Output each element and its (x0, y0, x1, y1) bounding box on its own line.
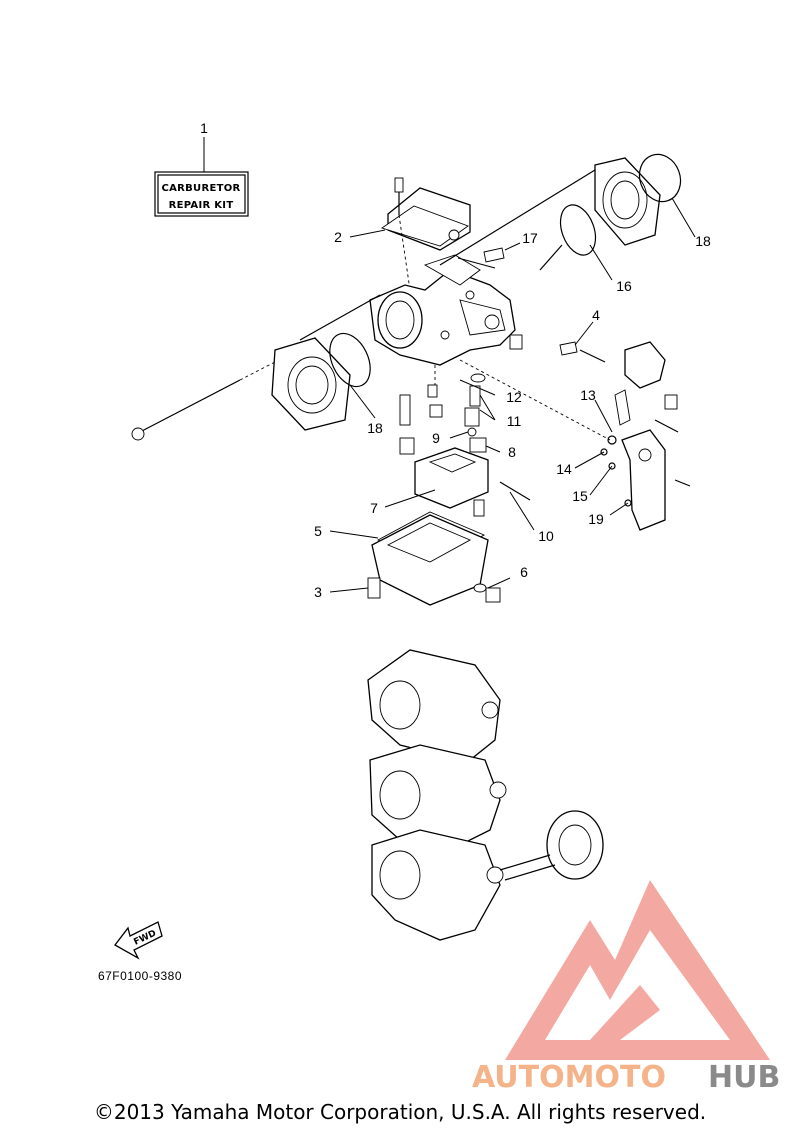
callout-5: 5 (314, 523, 322, 539)
leader-lines (329, 197, 696, 593)
repair-kit-box: CARBURETOR REPAIR KIT (154, 137, 249, 217)
right-flange-assembly (439, 153, 682, 266)
callout-15: 15 (572, 488, 588, 504)
callout-2: 2 (334, 229, 342, 245)
watermark-text: AUTOMOTO HUB (472, 1060, 780, 1095)
part-code: 67F0100-9380 (98, 969, 182, 983)
callout-numbers: 1 2 3 4 5 6 7 8 9 10 11 12 13 14 15 16 1… (200, 120, 711, 600)
float-bowl (367, 511, 501, 606)
small-parts (399, 244, 611, 517)
callout-19: 19 (588, 511, 604, 527)
callout-7: 7 (370, 500, 378, 516)
callout-14: 14 (556, 461, 572, 477)
callout-16: 16 (616, 278, 632, 294)
callout-12: 12 (506, 389, 522, 405)
callout-6: 6 (520, 564, 528, 580)
left-flange-assembly (131, 294, 381, 441)
watermark-part2: HUB (708, 1060, 780, 1095)
float (414, 447, 489, 509)
callout-18-right: 18 (695, 233, 711, 249)
throttle-sensor-assembly (600, 341, 691, 531)
callout-13: 13 (580, 387, 596, 403)
callout-4: 4 (592, 307, 600, 323)
carburetor-body (369, 254, 523, 366)
forward-arrow-icon: FWD (114, 921, 163, 960)
callout-10: 10 (538, 528, 554, 544)
kit-line1: CARBURETOR (161, 183, 240, 194)
callout-9: 9 (432, 430, 440, 446)
watermark-part1: AUTOMOTO (472, 1060, 666, 1095)
watermark-logo (505, 880, 770, 1060)
kit-line2: REPAIR KIT (169, 200, 234, 211)
top-cover-assembly (380, 177, 471, 291)
callout-3: 3 (314, 584, 322, 600)
copyright-notice: ©2013 Yamaha Motor Corporation, U.S.A. A… (93, 1100, 707, 1124)
callout-8: 8 (508, 444, 516, 460)
callout-17: 17 (522, 230, 538, 246)
callout-18-left: 18 (367, 420, 383, 436)
callout-11: 11 (507, 413, 522, 429)
callout-1: 1 (200, 120, 208, 136)
carburetor-stack-assembly (367, 649, 604, 941)
